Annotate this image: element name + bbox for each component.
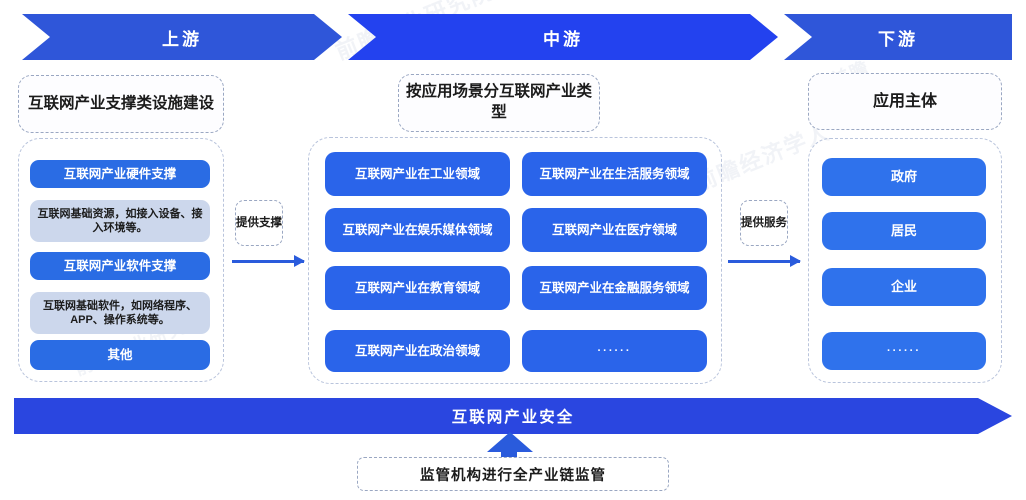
stage-chevron-downstream: 下游 [784, 14, 1012, 60]
midstream-item-industrial: 互联网产业在工业领域 [325, 152, 510, 196]
midstream-item-entertainment-media: 互联网产业在娱乐媒体领域 [325, 208, 510, 252]
regulator-up-arrow-icon [487, 432, 533, 452]
stage-label-downstream: 下游 [878, 29, 918, 49]
downstream-item-residents: 居民 [822, 212, 986, 250]
downstream-title: 应用主体 [808, 73, 1002, 130]
upstream-item-hardware: 互联网产业硬件支撑 [30, 160, 210, 188]
midstream-item-politics: 互联网产业在政治领域 [325, 330, 510, 372]
connector-arrow-upstream-to-midstream [232, 255, 305, 267]
upstream-item-other: 其他 [30, 340, 210, 370]
stage-chevron-upstream: 上游 [22, 14, 342, 60]
safety-arrow-bar: 互联网产业安全 [14, 398, 1012, 434]
downstream-item-ellipsis: ······ [822, 332, 986, 370]
midstream-item-medical: 互联网产业在医疗领域 [522, 208, 707, 252]
stage-chevron-midstream: 中游 [348, 14, 778, 60]
downstream-item-enterprises: 企业 [822, 268, 986, 306]
regulator-note: 监管机构进行全产业链监管 [357, 457, 669, 491]
upstream-title: 互联网产业支撑类设施建设 [18, 75, 224, 133]
upstream-item-basic-software: 互联网基础软件，如网络程序、APP、操作系统等。 [30, 292, 210, 334]
safety-label: 互联网产业安全 [451, 409, 575, 426]
midstream-title: 按应用场景分互联网产业类型 [398, 74, 600, 132]
downstream-item-government: 政府 [822, 158, 986, 196]
downstream-group [808, 138, 1002, 383]
upstream-group [18, 138, 224, 382]
midstream-group [308, 137, 722, 384]
midstream-item-ellipsis: ······ [522, 330, 707, 372]
midstream-item-life-services: 互联网产业在生活服务领域 [522, 152, 707, 196]
connector-arrow-midstream-to-downstream [728, 255, 801, 267]
upstream-item-basic-resources: 互联网基础资源，如接入设备、接入环境等。 [30, 200, 210, 242]
stage-label-upstream: 上游 [162, 29, 202, 49]
upstream-item-software: 互联网产业软件支撑 [30, 252, 210, 280]
connector-label-provide-support: 提供支撑 [235, 200, 283, 246]
connector-label-provide-service: 提供服务 [740, 200, 788, 246]
stage-label-midstream: 中游 [543, 29, 583, 49]
stage-header-band: 上游 中游 下游 [0, 0, 1026, 68]
midstream-item-financial-services: 互联网产业在金融服务领域 [522, 266, 707, 310]
midstream-item-education: 互联网产业在教育领域 [325, 266, 510, 310]
